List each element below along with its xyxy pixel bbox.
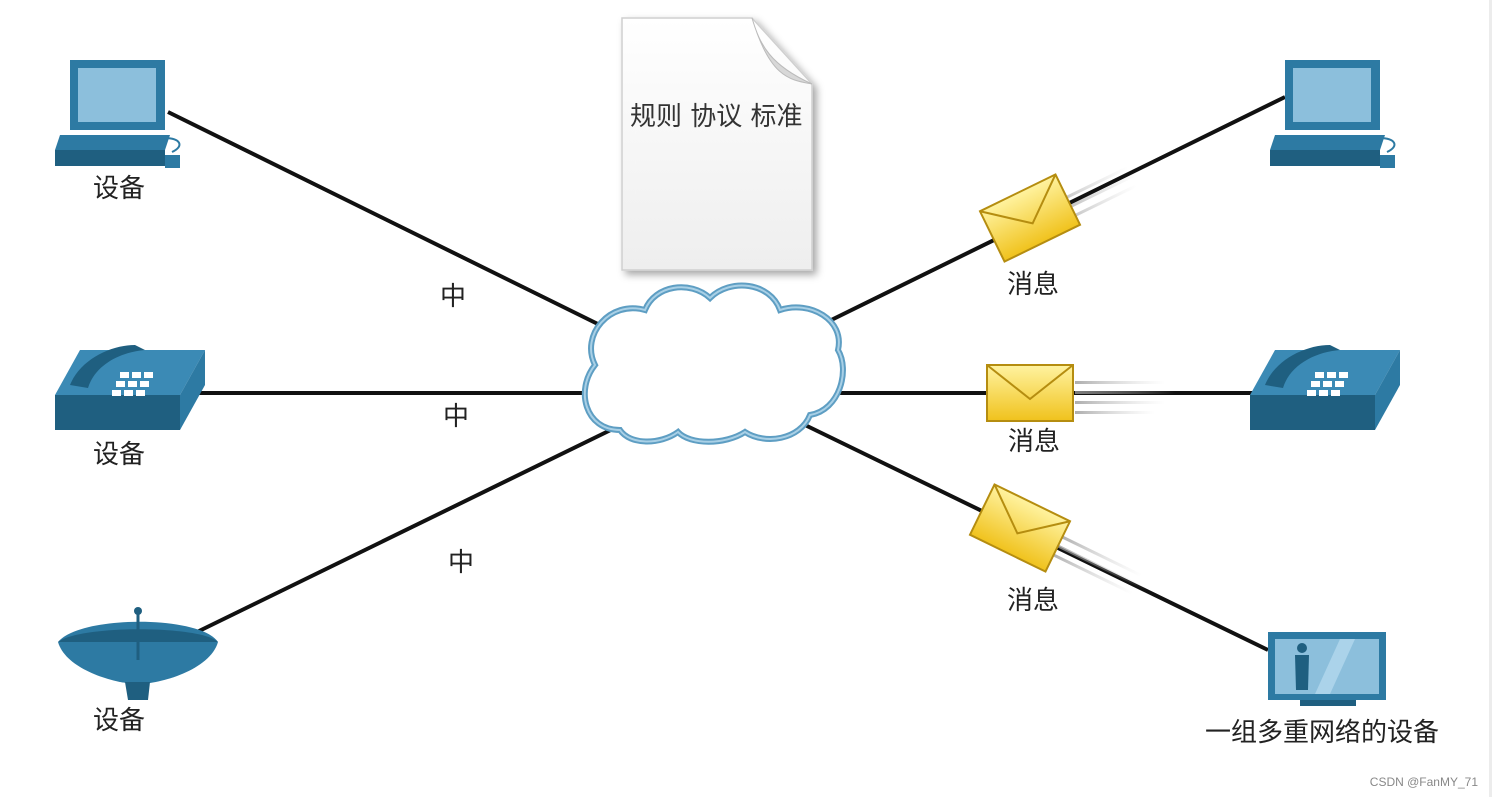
- cloud-icon: [581, 282, 846, 445]
- tv-monitor-icon: [1268, 632, 1386, 706]
- message-envelope-2: [986, 364, 1175, 422]
- document-text: 规则 协议 标准: [630, 102, 803, 132]
- watermark: CSDN @FanMY_71: [1369, 775, 1478, 789]
- message-envelope-1: [978, 166, 1138, 263]
- telephone-icon: [55, 345, 205, 430]
- document-icon: [621, 17, 813, 271]
- message-label-1: 消息: [1007, 270, 1060, 300]
- message-label-2: 消息: [1008, 427, 1061, 457]
- right-telephone-icon: [1250, 345, 1400, 430]
- link-computer-left: [167, 110, 611, 332]
- message-envelope-3: [968, 483, 1147, 595]
- satellite-dish-icon: [58, 607, 218, 700]
- device-label-computer: 设备: [93, 174, 146, 204]
- medium-label-2: 中: [443, 402, 470, 432]
- device-label-dish: 设备: [93, 706, 146, 736]
- right-computer-icon: [1270, 60, 1396, 168]
- device-label-phone: 设备: [93, 440, 146, 470]
- right-edge-bar: [1489, 0, 1492, 797]
- medium-label-3: 中: [448, 548, 475, 578]
- message-label-3: 消息: [1007, 586, 1060, 616]
- link-dish-left: [194, 421, 626, 635]
- multi-network-device-label: 一组多重网络的设备: [1205, 718, 1440, 748]
- medium-label-1: 中: [440, 282, 467, 312]
- computer-icon: [55, 60, 181, 168]
